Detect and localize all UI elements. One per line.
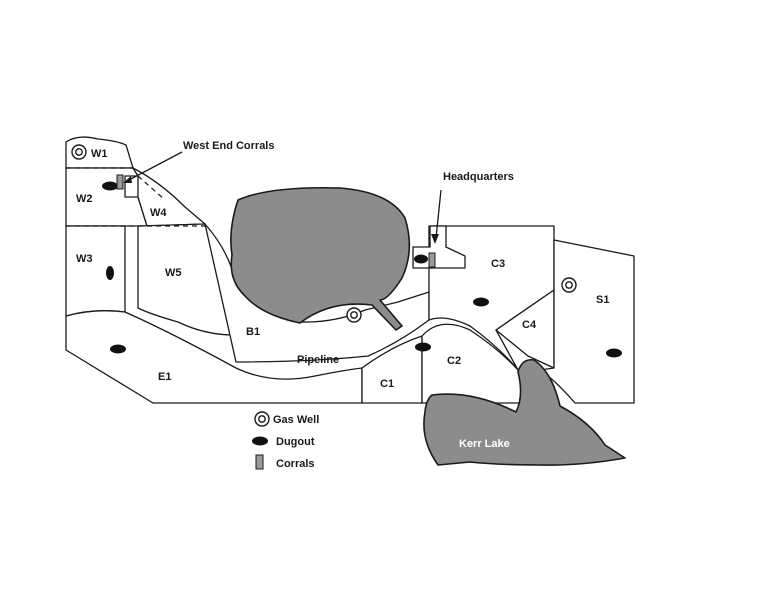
dugout-s1 (606, 348, 622, 358)
paddock-c1-label: C1 (380, 378, 394, 390)
legend-corrals-label: Corrals (276, 458, 315, 470)
headquarters-arrow (431, 189, 442, 244)
paddock-w4-label: W4 (150, 207, 167, 219)
paddock-w4-boundary (132, 167, 206, 227)
paddock-b1-label: B1 (246, 326, 260, 338)
dugout-w2 (102, 181, 118, 191)
paddock-c2-label: C2 (447, 355, 461, 367)
dugout-c2 (415, 342, 431, 352)
kerr-lake-label: Kerr Lake (459, 438, 510, 450)
legend-gas-well-label: Gas Well (273, 414, 319, 426)
legend-gas-well-icon (254, 411, 270, 427)
dugout-headquarters (414, 254, 428, 264)
west-end-corrals-label: West End Corrals (183, 140, 275, 152)
paddock-w2-label: W2 (76, 193, 93, 205)
paddock-s1-label: S1 (596, 294, 609, 306)
corral-west-end (116, 174, 124, 190)
dugout-c3 (473, 297, 489, 307)
gas-well-b1 (346, 307, 362, 323)
paddock-c4-label: C4 (522, 319, 537, 331)
kerr-lake (423, 358, 626, 466)
corral-headquarters (428, 252, 436, 268)
paddock-w1-boundary (65, 136, 134, 169)
legend-dugout-label: Dugout (276, 436, 315, 448)
paddock-w3-label: W3 (76, 253, 93, 265)
central-lake (230, 186, 411, 331)
paddock-e1-label: E1 (158, 371, 171, 383)
legend-corrals-icon (255, 454, 264, 470)
west-end-corrals-arrow (123, 151, 183, 183)
map-legend: Gas Well Dugout Corrals (252, 411, 319, 470)
paddock-c3-label: C3 (491, 258, 505, 270)
paddock-w3-boundary (65, 225, 126, 317)
dugout-w3 (106, 266, 114, 280)
paddock-s1-boundary (539, 239, 635, 404)
paddock-w5-label: W5 (165, 267, 182, 279)
gas-well-s1 (561, 277, 577, 293)
paddock-w1-label: W1 (91, 148, 108, 160)
headquarters-label: Headquarters (443, 171, 514, 183)
gas-well-w1 (71, 144, 87, 160)
paddock-e1-boundary (65, 310, 363, 404)
w4-dashed-line (137, 175, 166, 201)
legend-dugout-icon (252, 436, 268, 446)
dugout-e1 (110, 344, 126, 354)
paddock-boundaries (65, 136, 635, 404)
pipeline-label: Pipeline (297, 354, 339, 366)
